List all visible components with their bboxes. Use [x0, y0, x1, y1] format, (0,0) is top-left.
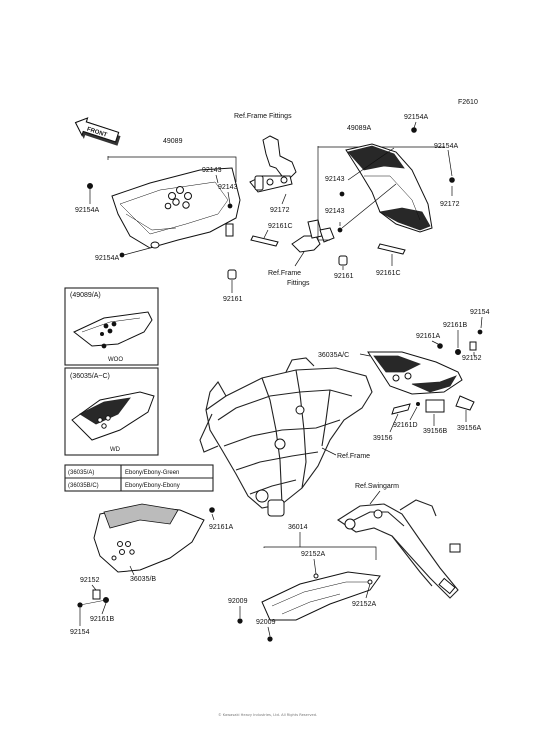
collar-92152A-upper[interactable] [313, 573, 319, 579]
ref-frame: Ref.Frame [337, 453, 370, 460]
part-92143-left-a[interactable]: 92143 [202, 167, 222, 174]
collar-92152-left[interactable] [92, 589, 101, 600]
part-49089A[interactable]: 49089A [347, 125, 371, 132]
color-table: (36035/A) Ebony/Ebony-Green (36035B/C) E… [64, 464, 214, 492]
part-92172-center[interactable]: 92172 [270, 207, 290, 214]
frame-fitting-bracket-bottom [291, 219, 335, 253]
bolt-92154-right[interactable] [477, 329, 483, 335]
part-39156[interactable]: 39156 [373, 435, 393, 442]
right-side-cover[interactable] [367, 351, 463, 395]
grommet-left[interactable] [227, 203, 233, 209]
ref-frame-fittings-bottom-1: Ref.Frame [268, 270, 301, 277]
part-92154-left[interactable]: 92154 [70, 629, 90, 636]
part-92154A-right-b[interactable]: 92154A [434, 143, 458, 150]
bolt-92154A-left[interactable] [87, 182, 94, 189]
part-92143-right-a[interactable]: 92143 [325, 176, 345, 183]
part-92161C-right[interactable]: 92161C [376, 270, 401, 277]
part-92009-b[interactable]: 92009 [256, 619, 276, 626]
part-92161D[interactable]: 92161D [393, 422, 418, 429]
collar-92152-right[interactable] [469, 341, 477, 351]
part-92143-right-b[interactable]: 92143 [325, 208, 345, 215]
grommet-right-b[interactable] [337, 227, 343, 233]
part-92161B-right[interactable]: 92161B [443, 322, 467, 329]
chain-guard[interactable] [261, 571, 381, 621]
part-92172-right[interactable]: 92172 [440, 201, 460, 208]
ref-frame-fittings-bottom-2: Fittings [287, 280, 310, 287]
damper-92161-right[interactable] [338, 255, 348, 266]
inset-49089: (49089/A) WOO [64, 287, 159, 366]
ref-swingarm: Ref.Swingarm [355, 483, 399, 490]
strip-92161C-right[interactable] [377, 243, 406, 255]
left-side-cover[interactable] [93, 503, 205, 573]
part-92152A-lower[interactable]: 92152A [352, 601, 376, 608]
part-92154-right[interactable]: 92154 [470, 309, 490, 316]
damper-92161[interactable] [227, 269, 237, 280]
part-92161B-left[interactable]: 92161B [90, 616, 114, 623]
front-arrow-icon: FRONT [74, 117, 121, 146]
figure-code: F2610 [458, 99, 478, 106]
part-92154A-right-a[interactable]: 92154A [404, 114, 428, 121]
part-92154A-left-lower[interactable]: 92154A [95, 255, 119, 262]
part-39156B[interactable]: 39156B [423, 428, 447, 435]
collar-92152A-lower[interactable] [367, 579, 373, 585]
color-table-part-1: (36035B/C) [68, 483, 99, 489]
color-table-color-0: Ebony/Ebony-Green [125, 470, 179, 476]
part-92152-left[interactable]: 92152 [80, 577, 100, 584]
part-36035AC[interactable]: 36035A/C [318, 352, 349, 359]
part-36014[interactable]: 36014 [288, 524, 308, 531]
frame-fitting-bracket-top [249, 135, 297, 193]
pad-39156[interactable] [391, 403, 411, 415]
part-39156A[interactable]: 39156A [457, 425, 481, 432]
grommet-92161A-right[interactable] [437, 343, 443, 349]
bolt-92154A-right-b[interactable] [449, 177, 455, 183]
part-92152A-upper[interactable]: 92152A [301, 551, 325, 558]
footer-text: © Kawasaki Heavy Industries, Ltd. All Ri… [218, 713, 317, 717]
part-92152-right[interactable]: 92152 [462, 355, 482, 362]
part-92161A-left[interactable]: 92161A [209, 524, 233, 531]
left-shroud[interactable] [111, 167, 241, 249]
collar-left [225, 223, 234, 237]
inset-36035-caption: WD [110, 447, 121, 453]
part-92161A-right[interactable]: 92161A [416, 333, 440, 340]
motorcycle-frame [199, 357, 373, 517]
bolt-92154A-right-a[interactable] [411, 127, 417, 133]
right-shroud[interactable] [345, 143, 433, 233]
color-table-color-1: Ebony/Ebony-Ebony [125, 483, 180, 489]
bolt-92154A-lower[interactable] [119, 252, 125, 258]
inset-49089-caption: WOO [108, 357, 123, 363]
part-92009-a[interactable]: 92009 [228, 598, 248, 605]
screw-92009-a[interactable] [237, 618, 243, 624]
part-92161-left[interactable]: 92161 [223, 296, 243, 303]
grommet-92161D[interactable] [415, 401, 420, 406]
part-92161C-center[interactable]: 92161C [268, 223, 293, 230]
inset-36035-title: (36035/A~C) [70, 373, 110, 380]
strip-92161C-center[interactable] [250, 235, 279, 247]
swingarm [336, 499, 461, 599]
grommet-92161A-left[interactable] [209, 507, 215, 513]
part-49089[interactable]: 49089 [163, 138, 183, 145]
pad-39156B[interactable] [425, 399, 445, 413]
pad-39156A[interactable] [455, 395, 475, 411]
part-92161-right[interactable]: 92161 [334, 273, 354, 280]
washer-92161B-right[interactable] [454, 348, 461, 355]
screw-92009-b[interactable] [267, 636, 273, 642]
inset-49089-title: (49089/A) [70, 292, 101, 299]
part-92143-left-b[interactable]: 92143 [218, 184, 238, 191]
ref-frame-fittings-top: Ref.Frame Fittings [234, 113, 292, 120]
part-92154A-left-upper[interactable]: 92154A [75, 207, 99, 214]
part-36035B[interactable]: 36035/B [130, 576, 156, 583]
inset-36035: (36035/A~C) WD [64, 367, 159, 456]
color-table-part-0: (36035/A) [68, 470, 94, 476]
grommet-right-a[interactable] [339, 191, 345, 197]
